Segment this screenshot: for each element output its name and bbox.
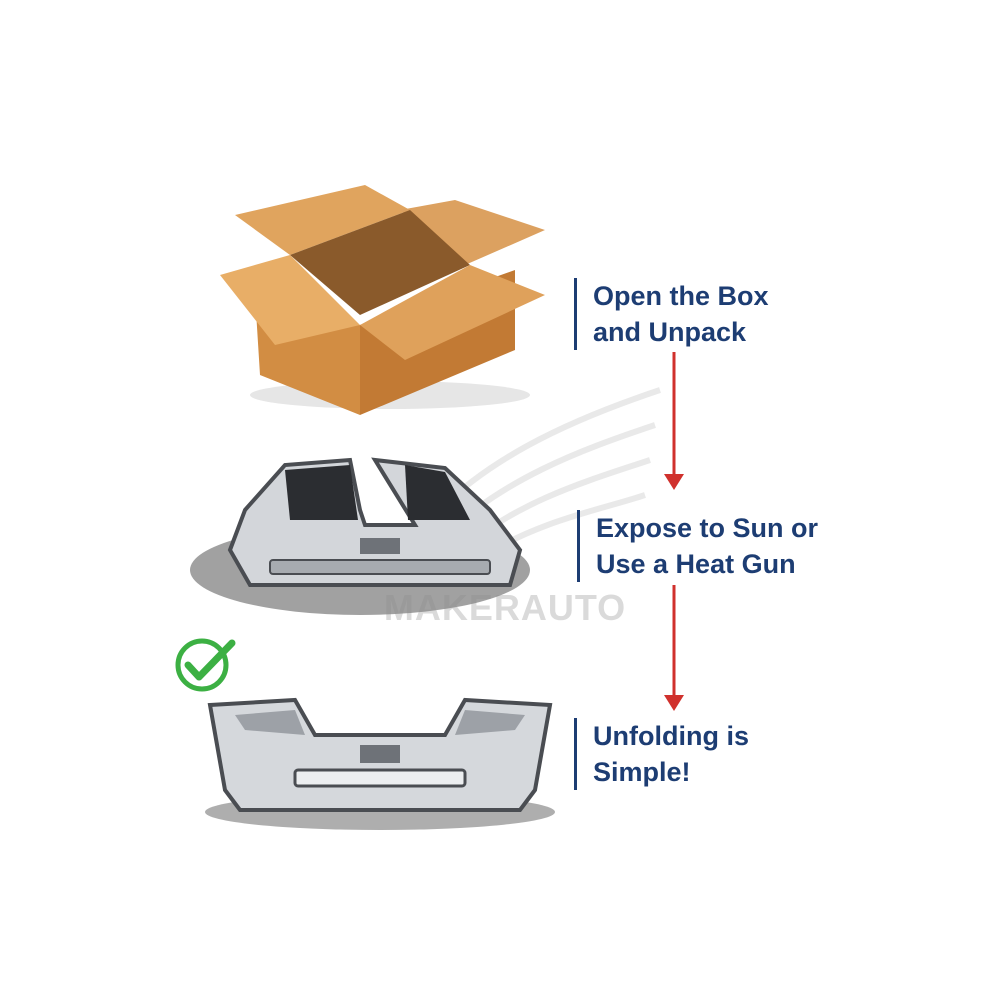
unfolded-bumper-icon bbox=[205, 697, 555, 830]
down-arrow-icon-1 bbox=[664, 352, 684, 490]
step-1-line-1: Open the Box bbox=[593, 281, 769, 311]
step-3-text: Unfolding is Simple! bbox=[574, 718, 749, 790]
step-3-line-1: Unfolding is bbox=[593, 721, 749, 751]
step-1-line-2: and Unpack bbox=[593, 317, 747, 347]
step-2-line-2: Use a Heat Gun bbox=[596, 549, 796, 579]
down-arrow-icon-2 bbox=[664, 585, 684, 711]
step-1-text: Open the Box and Unpack bbox=[574, 278, 769, 350]
folded-bumper-icon bbox=[190, 457, 530, 615]
check-circle-icon bbox=[175, 638, 236, 692]
open-box-icon bbox=[220, 185, 545, 415]
step-2-text: Expose to Sun or Use a Heat Gun bbox=[577, 510, 818, 582]
step-2-line-1: Expose to Sun or bbox=[596, 513, 819, 543]
step-3-line-2: Simple! bbox=[593, 757, 691, 787]
